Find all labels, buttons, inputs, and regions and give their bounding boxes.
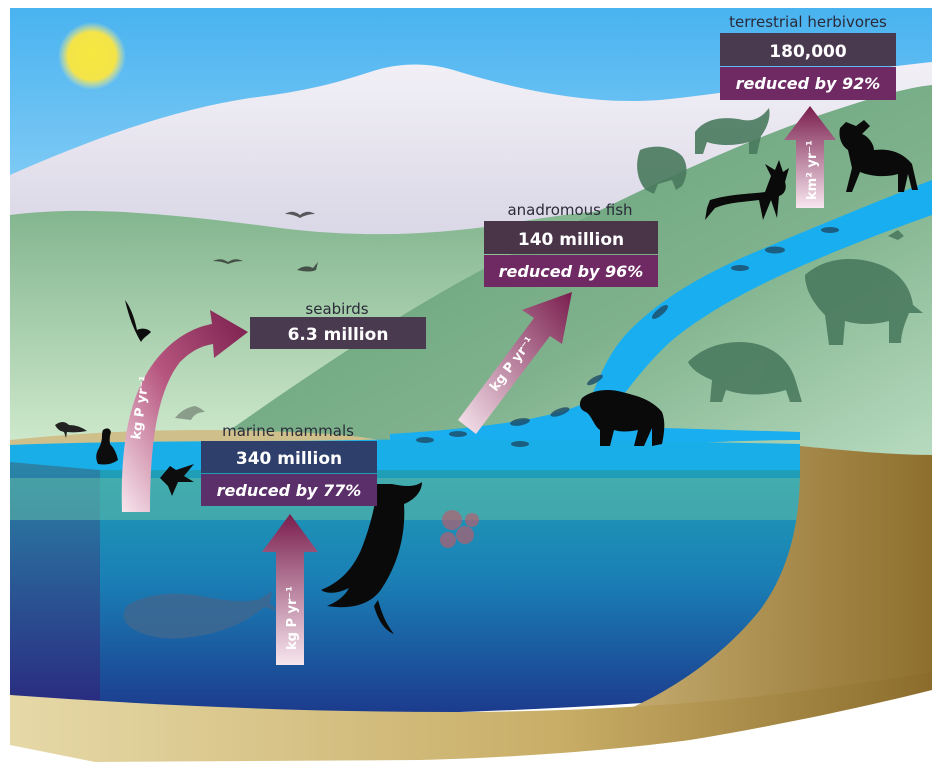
herbivores-arrow-label: km² yr⁻¹: [805, 140, 820, 200]
herbivores-arrow: [784, 106, 836, 208]
gull-silhouette-icon: [55, 422, 87, 438]
ocean-side: [10, 462, 100, 708]
seabird-silhouette-icon: [125, 300, 151, 342]
whale-muted-silhouette-icon: [123, 591, 279, 639]
ocean: [100, 470, 800, 716]
anadromous-fish-box: anadromous fish 140 million reduced by 9…: [484, 201, 658, 287]
seabirds-box: seabirds 6.3 million: [250, 300, 426, 349]
seabirds-arrow: [121, 310, 248, 512]
marine-arrow: [262, 514, 318, 665]
terrestrial-herbivores-title: terrestrial herbivores: [729, 13, 887, 31]
terrestrial-herbivores-reduced-bg: [720, 67, 896, 100]
marine-mammals-value: 340 million: [236, 449, 342, 469]
terrestrial-herbivores-value-bg: [720, 33, 896, 66]
fish-silhouette-icon: [416, 227, 839, 447]
anadromous-fish-value: 140 million: [518, 230, 624, 250]
seabirds-title: seabirds: [305, 300, 368, 318]
terrestrial-herbivores-value: 180,000: [769, 42, 847, 62]
anadromous-fish-title: anadromous fish: [507, 201, 632, 219]
megafauna-silhouette-icon: [637, 108, 923, 402]
marine-mammals-value-bg: [201, 441, 377, 473]
marine-mammals-title: marine mammals: [222, 422, 354, 440]
terrestrial-herbivores-reduced: reduced by 92%: [736, 74, 881, 93]
seabirds-value: 6.3 million: [288, 325, 389, 345]
seabed-right: [600, 446, 932, 720]
caribou-silhouette-icon: [705, 160, 789, 220]
marine-mammals-box: marine mammals 340 million reduced by 77…: [201, 422, 377, 506]
river: [390, 180, 932, 470]
diving-bird-silhouette-icon: [160, 464, 194, 496]
marine-mammals-reduced-bg: [201, 474, 377, 506]
cormorant-silhouette-icon: [96, 428, 118, 465]
blood-cloud: [440, 510, 479, 548]
seabirds-value-bg: [250, 317, 426, 349]
anadromous-fish-value-bg: [484, 221, 658, 254]
whale-silhouette-icon: [321, 482, 422, 634]
seabed-bottom: [10, 672, 932, 762]
fish-arrow: [458, 292, 572, 434]
marine-arrow-label: kg P yr⁻¹: [285, 586, 300, 650]
anadromous-fish-reduced-bg: [484, 255, 658, 287]
anadromous-fish-reduced: reduced by 96%: [499, 262, 644, 281]
marine-mammals-reduced: reduced by 77%: [217, 481, 362, 500]
terrestrial-herbivores-box: terrestrial herbivores 180,000 reduced b…: [720, 13, 896, 100]
moose-silhouette-icon: [839, 120, 918, 192]
bird-silhouette-icon: [175, 211, 318, 420]
bear-silhouette-icon: [579, 390, 665, 446]
sun-icon: [58, 22, 126, 90]
